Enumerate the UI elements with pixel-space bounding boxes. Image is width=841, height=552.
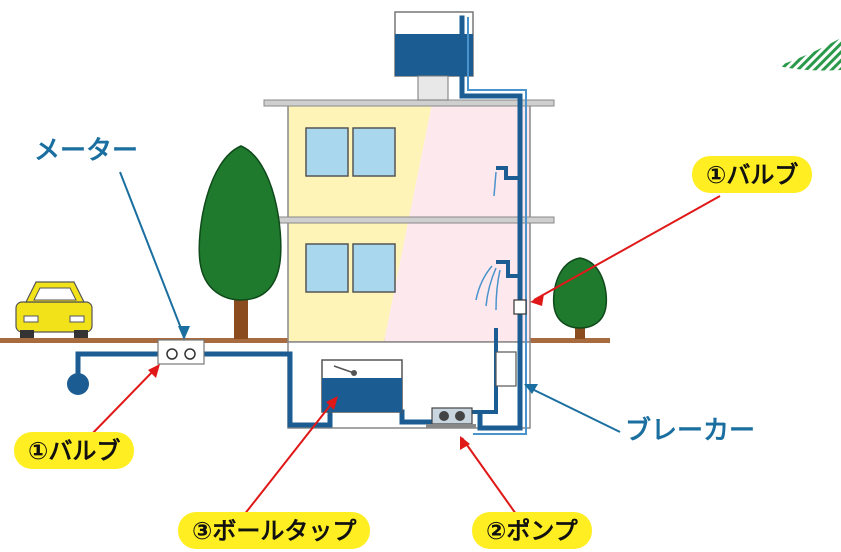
leader-lines: [89, 171, 721, 521]
meter-label: メーター: [34, 136, 139, 166]
tree-left: [198, 145, 282, 339]
receiving-tank: [321, 359, 403, 413]
tree-right: [552, 257, 608, 339]
decorative-leaf: [778, 38, 841, 71]
upper-valve: [513, 299, 527, 315]
breaker-label: ブレーカー: [625, 416, 756, 446]
car: [15, 281, 93, 338]
windows: [305, 127, 396, 293]
pump-unit: [426, 407, 476, 428]
pump-label: ②ポンプ: [472, 512, 592, 549]
water-main: [67, 373, 89, 395]
valve-label-top: ①バルブ: [692, 156, 813, 193]
breaker-box: [495, 351, 517, 387]
ball-tap-label: ③ボールタップ: [178, 512, 371, 549]
water-meter: [157, 339, 205, 365]
valve-label-bottom: ①バルブ: [14, 432, 135, 469]
water-spray: [475, 171, 501, 311]
